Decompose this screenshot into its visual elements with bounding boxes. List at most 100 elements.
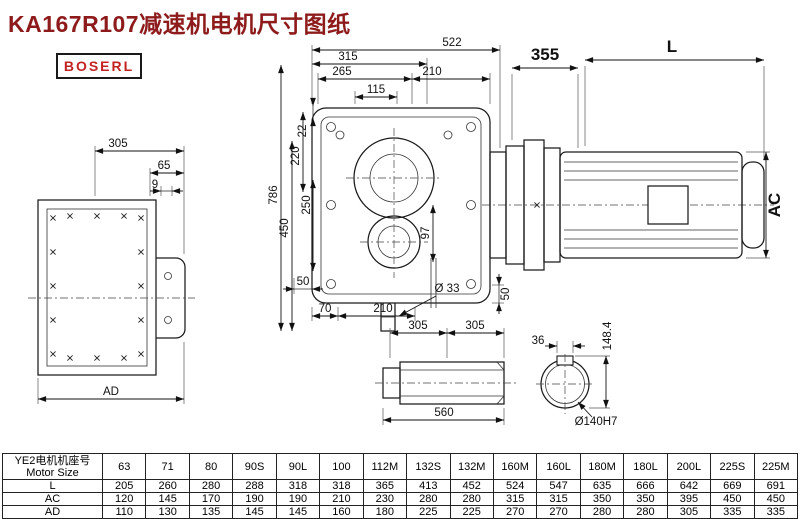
dim-value-cell: 190 [275, 492, 321, 506]
dim-value-cell: 280 [188, 479, 234, 493]
side-view [28, 199, 195, 376]
dim-value-cell: 642 [666, 479, 712, 493]
frame-size-column: 71 [145, 453, 190, 480]
dim-front-450: 450 [279, 218, 291, 237]
dim-side-ad: AD [103, 386, 119, 398]
dim-value-cell: 450 [753, 492, 799, 506]
frame-size-column: 180M [579, 453, 625, 480]
dim-value-cell: 315 [536, 492, 581, 506]
dim-motor-L: L [667, 37, 677, 56]
shaft-end-view-dimensions: 36 148.4 Ø140H7 [532, 321, 618, 428]
technical-drawing: 305 65 9 AD [28, 37, 784, 428]
dim-front-70: 70 [319, 303, 332, 315]
frame-size-column: 132S [406, 453, 451, 480]
dim-value-cell: 288 [232, 479, 277, 493]
dim-value-cell: 205 [101, 479, 147, 493]
dim-value-cell: 280 [406, 492, 451, 506]
dim-front-210-top: 210 [422, 66, 441, 78]
dim-value-cell: 180 [362, 505, 408, 519]
dim-value-cell: 145 [145, 492, 190, 506]
dim-value-cell: 190 [232, 492, 277, 506]
motor-size-header-en: Motor Size [26, 466, 79, 479]
dim-front-dia33: Ø 33 [435, 283, 460, 295]
dim-value-cell: 260 [145, 479, 190, 493]
dim-value-cell: 160 [319, 505, 364, 519]
dim-value-cell: 350 [579, 492, 625, 506]
dim-side-305: 305 [108, 138, 127, 150]
dim-value-cell: 450 [710, 492, 755, 506]
dim-value-cell: 395 [666, 492, 712, 506]
shaft-view-dimensions: 305 305 560 [382, 320, 505, 425]
dim-value-cell: 225 [449, 505, 494, 519]
dim-value-cell: 270 [536, 505, 581, 519]
dim-value-cell: 230 [362, 492, 408, 506]
frame-size-column: 160M [492, 453, 538, 480]
dim-dia-140h7: Ø140H7 [575, 416, 618, 428]
frame-size-column: 100 [319, 453, 364, 480]
dim-value-cell: 135 [188, 505, 234, 519]
dim-front-220: 220 [290, 146, 302, 165]
frame-size-column: 90L [275, 453, 321, 480]
front-view [311, 107, 491, 332]
dim-key-148-4: 148.4 [602, 321, 614, 350]
dim-value-cell: 225 [406, 505, 451, 519]
dim-front-315: 315 [338, 51, 357, 63]
dim-value-cell: 280 [449, 492, 494, 506]
dim-value-cell: 280 [623, 505, 668, 519]
dim-shaft-305b: 305 [465, 320, 484, 332]
dim-value-cell: 315 [492, 492, 538, 506]
frame-size-column: 160L [536, 453, 581, 480]
frame-size-column: 225S [710, 453, 755, 480]
frame-size-column: 80 [188, 453, 234, 480]
dim-front-22: 22 [297, 125, 309, 138]
dim-shaft-560: 560 [434, 407, 453, 419]
frame-size-column: 112M [362, 453, 408, 480]
dim-value-cell: 318 [275, 479, 321, 493]
row-label-L: L [2, 479, 103, 493]
front-view-dimensions: 522 315 265 210 115 786 450 220 22 250 9… [268, 37, 512, 331]
motor-view-dimensions: 355 L AC [511, 37, 784, 259]
dim-value-cell: 666 [623, 479, 668, 493]
dim-value-cell: 145 [232, 505, 277, 519]
dim-value-cell: 365 [362, 479, 408, 493]
dim-value-cell: 210 [319, 492, 364, 506]
brand-logo-box: BOSERL [56, 53, 142, 79]
dim-side-65: 65 [158, 160, 171, 172]
dim-value-cell: 452 [449, 479, 494, 493]
dim-value-cell: 145 [275, 505, 321, 519]
dim-value-cell: 110 [101, 505, 147, 519]
dim-motor-355: 355 [531, 45, 559, 64]
dim-value-cell: 335 [710, 505, 755, 519]
shaft-end-view [536, 354, 594, 414]
dim-front-250: 250 [301, 195, 313, 214]
frame-size-column: 200L [666, 453, 712, 480]
dim-front-50-left: 50 [297, 276, 310, 288]
dim-value-cell: 120 [101, 492, 147, 506]
dim-front-522: 522 [442, 37, 461, 49]
dim-value-cell: 691 [753, 479, 799, 493]
dim-value-cell: 413 [406, 479, 451, 493]
frame-size-column: 90S [232, 453, 277, 480]
dim-value-cell: 270 [492, 505, 538, 519]
dim-value-cell: 170 [188, 492, 234, 506]
dim-front-786: 786 [268, 185, 280, 204]
frame-size-column: 225M [753, 453, 799, 480]
dim-value-cell: 305 [666, 505, 712, 519]
dim-motor-AC: AC [765, 193, 784, 218]
dim-value-cell: 335 [753, 505, 799, 519]
row-label-AC: AC [2, 492, 103, 506]
frame-size-column: 180L [623, 453, 668, 480]
frame-size-column: 132M [449, 453, 494, 480]
row-label-AD: AD [2, 505, 103, 519]
dim-value-cell: 669 [710, 479, 755, 493]
dim-value-cell: 547 [536, 479, 581, 493]
dim-value-cell: 130 [145, 505, 190, 519]
motor-size-header-cn: YE2电机机座号 [14, 454, 91, 467]
dim-key-36: 36 [532, 335, 545, 347]
